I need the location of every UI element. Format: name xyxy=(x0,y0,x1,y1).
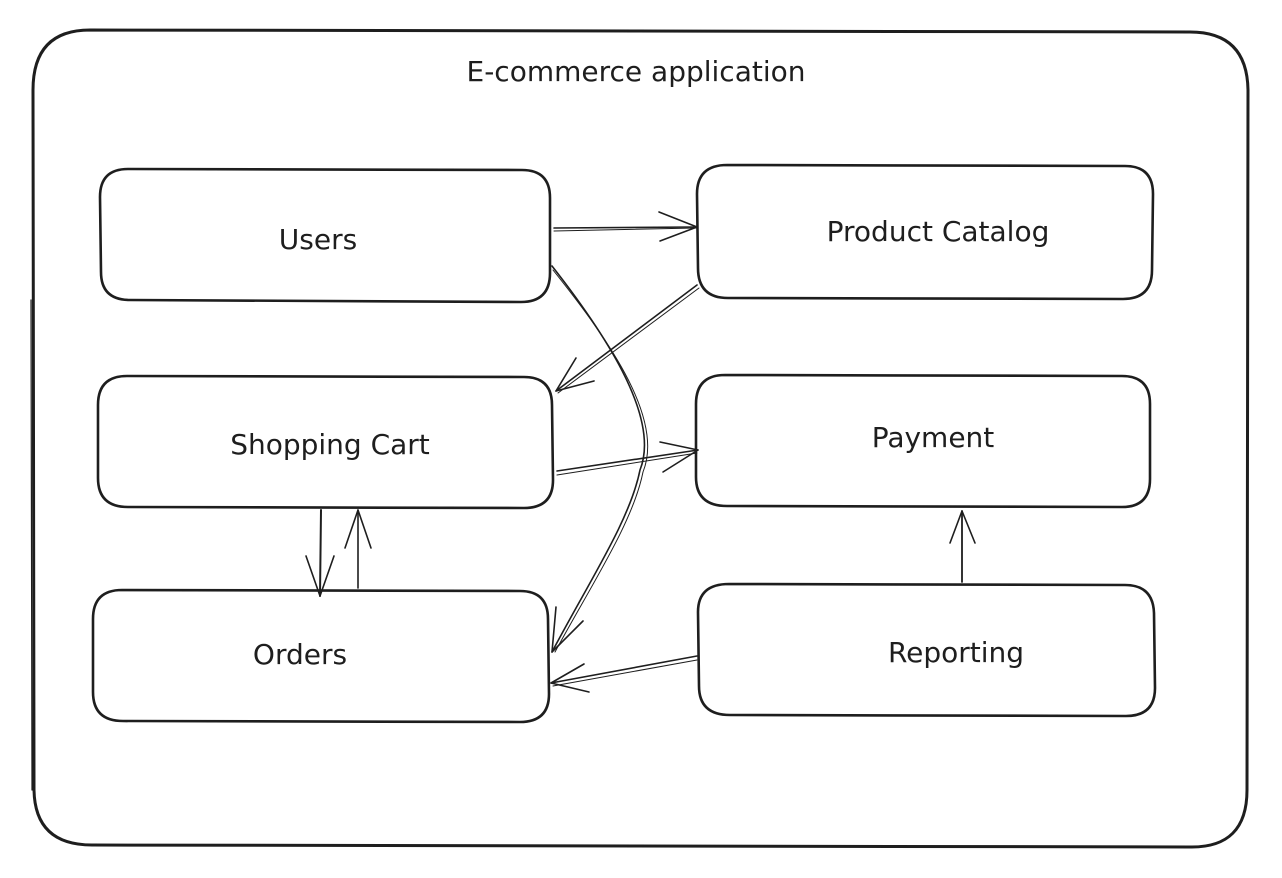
arrowhead-icon xyxy=(344,509,372,549)
edge-orders-to-shopping-cart[interactable] xyxy=(344,509,372,589)
arrowhead-icon xyxy=(658,211,698,242)
container-title: E-commerce application xyxy=(467,55,806,88)
edge-users-to-orders[interactable] xyxy=(551,265,649,653)
node-payment[interactable]: Payment xyxy=(694,373,1152,509)
node-label: Payment xyxy=(872,421,995,454)
arrowhead-icon xyxy=(555,357,595,392)
node-label: Shopping Cart xyxy=(230,428,430,461)
node-users[interactable]: Users xyxy=(98,167,552,304)
node-label: Product Catalog xyxy=(827,215,1050,248)
edge-reporting-to-payment[interactable] xyxy=(949,510,976,583)
edge-product-catalog-to-shopping-cart[interactable] xyxy=(555,284,700,394)
edge-users-to-product-catalog[interactable] xyxy=(553,211,698,242)
node-label: Orders xyxy=(253,638,347,671)
arrowhead-icon xyxy=(659,441,699,473)
node-reporting[interactable]: Reporting xyxy=(696,582,1157,718)
arrowhead-icon xyxy=(305,555,335,597)
arrowhead-icon xyxy=(551,606,584,653)
node-orders[interactable]: Orders xyxy=(91,588,551,724)
edge-reporting-to-orders[interactable] xyxy=(550,655,698,693)
node-label: Reporting xyxy=(888,636,1024,669)
container-frame[interactable] xyxy=(30,28,1250,849)
edge-shopping-cart-to-payment[interactable] xyxy=(556,441,699,476)
node-shopping-cart[interactable]: Shopping Cart xyxy=(96,374,555,510)
arrowhead-icon xyxy=(949,510,976,544)
node-product-catalog[interactable]: Product Catalog xyxy=(695,163,1155,301)
edge-shopping-cart-to-orders[interactable] xyxy=(305,509,335,597)
node-label: Users xyxy=(279,223,357,256)
arrowhead-icon xyxy=(550,663,590,693)
